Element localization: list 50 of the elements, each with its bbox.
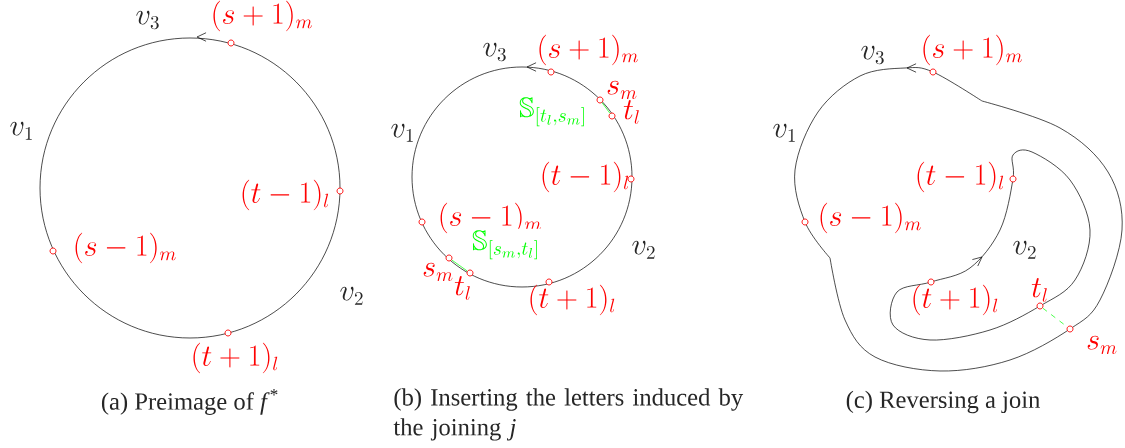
point-label: $(s-1)_m$	[75, 232, 176, 264]
point-label: $t_l$	[454, 276, 470, 300]
point-label: $(s-1)_m$	[820, 202, 921, 234]
point-label: $(t+1)_l$	[530, 284, 615, 316]
subfigure-caption: (a) Preimage of f$^{*}$	[101, 389, 278, 415]
connector-line	[451, 259, 468, 272]
point-marker	[445, 254, 453, 262]
point-marker	[1036, 302, 1044, 310]
vertex-label: $v_2$	[632, 240, 655, 259]
vertex-label: $v_1$	[10, 121, 32, 140]
point-label: $t_l$	[623, 100, 639, 124]
point-marker	[49, 247, 57, 255]
point-label: $s_m$	[607, 80, 637, 100]
vertex-label: $v_1$	[391, 123, 413, 142]
point-marker	[929, 68, 937, 76]
point-label: $(t-1)_l$	[917, 161, 1004, 193]
vertex-label: $v_2$	[1013, 240, 1036, 259]
point-label: $(t+1)_l$	[913, 284, 998, 316]
point-label: $(s+1)_m$	[923, 34, 1022, 66]
point-marker	[547, 68, 555, 76]
point-label: $s_m$	[423, 262, 453, 282]
subfigure-caption: (c) Reversing a join	[846, 390, 1040, 414]
vertex-label: $v_1$	[773, 123, 795, 142]
point-marker	[418, 218, 426, 226]
point-marker	[545, 278, 553, 286]
point-label: $(s+1)_m$	[213, 0, 312, 32]
edge-label: $\mathbb{S}_{[t_l,s_m]}$	[517, 95, 589, 129]
point-marker	[608, 112, 616, 120]
point-marker	[801, 218, 809, 226]
vertex-label: $v_2$	[340, 286, 363, 305]
subfigure-caption: (b) Inserting the letters induced by the joining j	[393, 388, 744, 441]
point-label: $(t-1)_l$	[242, 179, 329, 211]
point-label: $t_l$	[1031, 278, 1047, 302]
point-marker	[224, 329, 232, 337]
point-label: $(t-1)_l$	[542, 161, 629, 193]
vertex-label: $v_3$	[483, 42, 506, 62]
vertex-label: $v_3$	[861, 45, 884, 65]
point-marker	[466, 269, 474, 277]
point-label: $s_m$	[1087, 335, 1117, 355]
vertex-label: $v_3$	[136, 10, 159, 30]
point-marker	[336, 187, 344, 195]
point-marker	[1066, 325, 1074, 333]
point-label: $(s+1)_m$	[539, 34, 638, 66]
point-marker	[627, 175, 635, 183]
connector-line	[601, 102, 611, 114]
point-marker	[596, 96, 604, 104]
point-marker	[227, 39, 235, 47]
point-label: $(t+1)_l$	[193, 342, 278, 374]
point-marker	[1009, 175, 1017, 183]
point-marker	[927, 278, 935, 286]
